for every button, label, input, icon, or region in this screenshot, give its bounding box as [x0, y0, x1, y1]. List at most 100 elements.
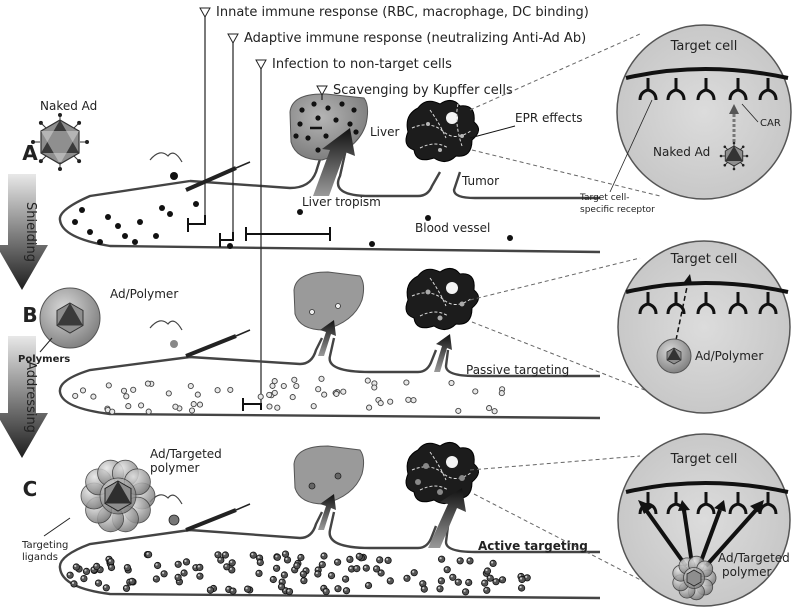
liver-particle	[353, 129, 359, 135]
blood-particle	[291, 376, 298, 383]
receptor	[666, 78, 686, 101]
blood-particle	[281, 550, 290, 558]
blood-particle	[410, 397, 417, 404]
blood-particle	[273, 564, 281, 572]
blood-particle	[273, 553, 281, 561]
shielding-label: Shielding	[23, 202, 38, 262]
receptor	[728, 492, 748, 515]
blood-particle	[425, 215, 431, 221]
liver-particle	[315, 147, 321, 153]
liver-particle	[311, 101, 317, 107]
blood-particle	[320, 552, 328, 560]
fiber-knob	[732, 167, 736, 171]
label-innate: Innate immune response (RBC, macrophage,…	[216, 5, 589, 20]
brace-b	[149, 320, 183, 331]
targeting-ligands-line1: Targeting	[21, 540, 68, 551]
receptor	[728, 292, 748, 315]
tumor-a	[405, 100, 479, 162]
blood-particle	[449, 573, 457, 581]
ad-targeted-label-line1: Ad/Targeted	[150, 447, 222, 461]
blood-particle	[256, 558, 264, 567]
blood-particle	[72, 392, 79, 399]
ligands-pointer	[43, 517, 71, 537]
blood-particle	[72, 563, 80, 571]
blood-particle	[120, 387, 128, 394]
blood-particle	[436, 585, 444, 593]
blood-particle	[318, 560, 326, 569]
blood-particle	[244, 585, 252, 593]
epr-label: EPR effects	[515, 111, 583, 125]
blood-particle	[80, 574, 88, 583]
inset-targeted-polymer-particle	[672, 555, 717, 601]
blood-particle	[109, 408, 116, 415]
blood-particle	[489, 559, 497, 568]
blood-particle	[165, 390, 172, 397]
brace-a	[149, 152, 183, 163]
blood-particle	[152, 575, 160, 583]
blood-particle	[66, 571, 74, 579]
blood-particle	[123, 393, 130, 400]
blood-particle	[130, 386, 137, 393]
blood-particle	[377, 569, 385, 577]
blood-particle	[196, 572, 204, 580]
blood-particle	[145, 550, 153, 559]
receptor	[728, 78, 748, 101]
naked-ad-label: Naked Ad	[40, 99, 97, 113]
blood-particle	[269, 575, 277, 584]
blood-particle	[123, 563, 132, 572]
blood-particle	[376, 556, 384, 564]
blood-vessel-label: Blood vessel	[415, 221, 490, 235]
blood-particle	[227, 243, 233, 249]
blood-particle	[138, 402, 145, 409]
blood-particle	[72, 219, 78, 225]
blood-particle	[154, 561, 162, 570]
inset-c-arrows	[644, 508, 758, 568]
addressing-label: Addressing	[23, 361, 38, 433]
blood-particle	[228, 559, 236, 567]
blood-particles-c	[66, 550, 531, 596]
target-cell-title-c: Target cell	[670, 452, 738, 467]
blood-particle	[255, 569, 263, 578]
blood-particle	[403, 574, 411, 582]
receptor-label-line2: specific receptor	[580, 205, 655, 215]
fiber-knob	[723, 163, 727, 167]
receptor-label-line1: Target cell-	[579, 193, 629, 203]
liver-b	[293, 271, 365, 331]
blood-particle	[167, 211, 173, 217]
blood-particle	[483, 567, 492, 575]
tumor-c	[405, 442, 479, 504]
blood-particle	[438, 555, 446, 563]
blood-particle	[340, 388, 347, 395]
blood-particle	[455, 407, 462, 414]
liver-particle	[351, 107, 357, 113]
blood-particle	[115, 223, 121, 229]
fiber-knob	[77, 120, 82, 125]
blood-particle	[280, 382, 287, 390]
inset-ad-polymer-particle	[656, 338, 692, 374]
blood-particle	[174, 560, 182, 568]
inhibition-bars	[187, 215, 331, 411]
blood-particle	[410, 569, 418, 577]
header-brackets	[204, 16, 323, 410]
blood-particle	[373, 565, 381, 573]
blood-particle	[144, 380, 151, 387]
syringe-a	[170, 161, 251, 192]
liver-particle	[315, 115, 321, 121]
inset-c: Target cell Ad/Targeted polymer	[617, 433, 791, 607]
fiber-knob	[31, 140, 35, 144]
receptor	[638, 292, 658, 315]
blood-particle	[481, 579, 489, 587]
blood-particle	[190, 401, 197, 408]
blood-particle	[266, 403, 273, 410]
liver-particle	[333, 117, 339, 123]
blood-particle	[299, 570, 307, 578]
blood-particle	[229, 587, 237, 595]
liver-c	[293, 445, 365, 505]
blood-particle	[297, 209, 303, 215]
receptor-pointer	[609, 99, 653, 193]
label-adaptive: Adaptive immune response (neutralizing A…	[244, 31, 586, 46]
blood-particle	[405, 396, 412, 403]
blood-particle	[102, 584, 110, 592]
blood-particle	[132, 239, 138, 245]
tumor-b	[405, 268, 479, 330]
